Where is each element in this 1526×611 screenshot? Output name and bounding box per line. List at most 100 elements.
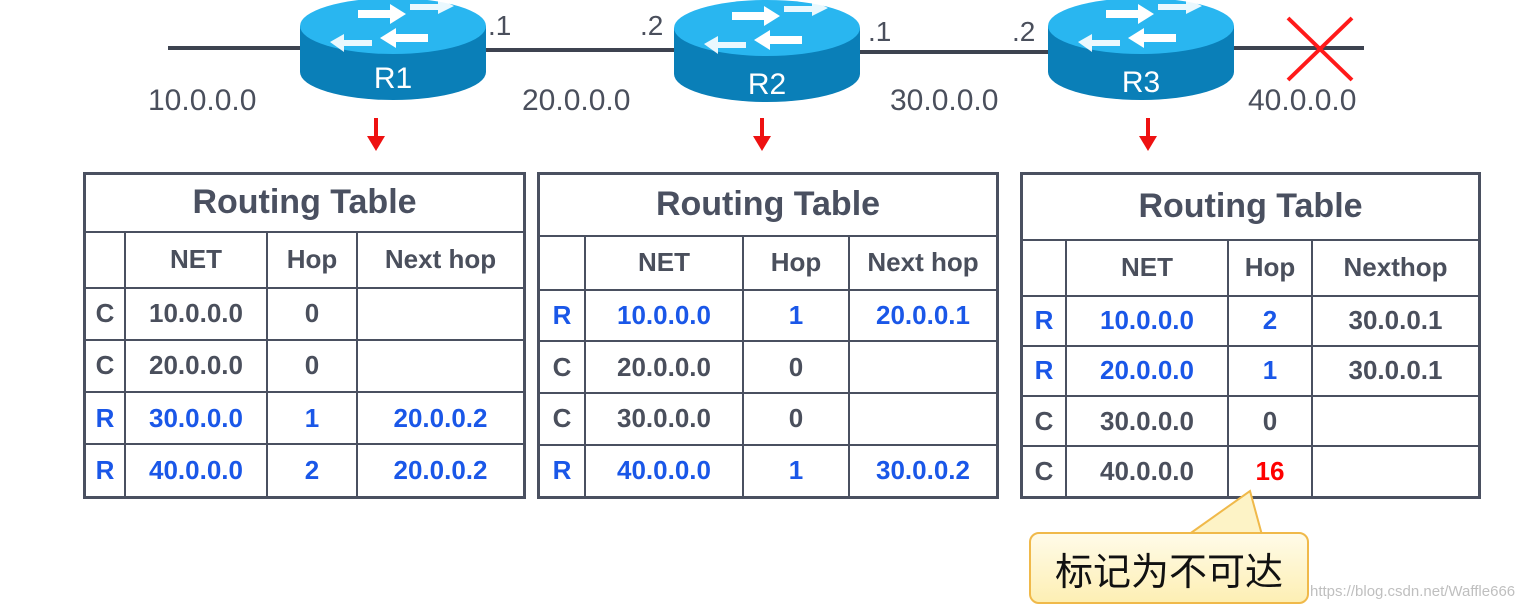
router-icon: R1 [300, 0, 486, 100]
col-header-hop: Hop [266, 230, 358, 289]
table-title: Routing Table [1020, 172, 1481, 241]
route-next-hop [356, 338, 526, 394]
table-row: C 30.0.0.0 0 [1020, 395, 1481, 448]
table-row: R 40.0.0.0 2 20.0.0.2 [83, 443, 526, 499]
route-type: C [537, 340, 586, 395]
route-next-hop [356, 286, 526, 341]
route-hop: 2 [266, 443, 358, 499]
router-name: R2 [748, 68, 786, 101]
router-name: R1 [374, 62, 412, 95]
table-row: C 30.0.0.0 0 [537, 392, 999, 446]
route-net: 20.0.0.0 [1065, 344, 1229, 398]
route-type: R [537, 443, 586, 499]
route-next-hop: 30.0.0.2 [848, 443, 999, 499]
table-title: Routing Table [537, 172, 999, 237]
col-header-net: NET [584, 234, 744, 291]
route-type: C [1020, 445, 1067, 499]
router-icon: R3 [1048, 0, 1234, 100]
col-header-type [83, 230, 126, 289]
router-icon: R2 [674, 0, 860, 102]
callout-text: 标记为不可达 [1054, 549, 1283, 594]
table-row: C 20.0.0.0 0 [83, 338, 526, 394]
route-net: 40.0.0.0 [124, 443, 268, 499]
network-link-40 [1226, 46, 1364, 50]
r2-right-interface: .1 [868, 16, 892, 47]
col-header-next-hop: Next hop [356, 230, 526, 289]
route-type: C [83, 286, 126, 341]
route-hop: 1 [742, 288, 850, 343]
network-label: 10.0.0.0 [148, 84, 257, 117]
down-arrow-icon [1139, 118, 1157, 151]
table-row: R 40.0.0.0 1 30.0.0.2 [537, 443, 999, 499]
router-name: R3 [1122, 66, 1160, 99]
route-net: 30.0.0.0 [584, 392, 744, 446]
route-hop: 0 [742, 392, 850, 446]
route-hop: 1 [1227, 344, 1313, 398]
col-header-net: NET [1065, 238, 1229, 297]
routing-table-r2: Routing Table NET Hop Next hop R 10.0.0.… [537, 172, 999, 499]
network-link-10 [168, 46, 308, 50]
route-net: 10.0.0.0 [584, 288, 744, 343]
col-header-hop: Hop [742, 234, 850, 291]
route-next-hop: 20.0.0.2 [356, 443, 526, 499]
route-type: R [1020, 294, 1067, 347]
route-type: R [83, 443, 126, 499]
route-hop: 0 [266, 338, 358, 394]
route-next-hop [848, 340, 999, 395]
route-next-hop: 20.0.0.2 [356, 391, 526, 446]
route-type: R [537, 288, 586, 343]
route-net: 20.0.0.0 [584, 340, 744, 395]
table-row: R 10.0.0.0 1 20.0.0.1 [537, 288, 999, 343]
route-next-hop [1311, 395, 1481, 448]
route-net: 40.0.0.0 [584, 443, 744, 499]
route-hop: 0 [266, 286, 358, 341]
route-next-hop [1311, 445, 1481, 499]
table-row: C 20.0.0.0 0 [537, 340, 999, 395]
col-header-net: NET [124, 230, 268, 289]
r2-left-interface: .2 [640, 10, 664, 41]
route-type: C [537, 392, 586, 446]
route-type: C [83, 338, 126, 394]
route-net: 40.0.0.0 [1065, 445, 1229, 499]
route-hop: 0 [1227, 395, 1313, 448]
route-next-hop: 20.0.0.1 [848, 288, 999, 343]
route-type: R [1020, 344, 1067, 398]
route-net: 10.0.0.0 [1065, 294, 1229, 347]
network-link-30 [852, 50, 1054, 54]
routing-table-r1: Routing Table NET Hop Next hop C 10.0.0.… [83, 172, 526, 499]
network-link-20 [480, 48, 680, 52]
route-net: 30.0.0.0 [1065, 395, 1229, 448]
r1-right-interface: .1 [488, 10, 512, 41]
table-row: R 20.0.0.0 1 30.0.0.1 [1020, 344, 1481, 398]
route-hop: 2 [1227, 294, 1313, 347]
route-net: 30.0.0.0 [124, 391, 268, 446]
down-arrow-icon [753, 118, 771, 151]
col-header-next-hop: Next hop [848, 234, 999, 291]
route-hop: 1 [266, 391, 358, 446]
table-row: R 10.0.0.0 2 30.0.0.1 [1020, 294, 1481, 347]
col-header-type [537, 234, 586, 291]
col-header-hop: Hop [1227, 238, 1313, 297]
link-failure-x-icon [1286, 16, 1354, 82]
route-next-hop [848, 392, 999, 446]
route-hop: 0 [742, 340, 850, 395]
table-row: C 40.0.0.0 16 [1020, 445, 1481, 499]
unreachable-callout: 标记为不可达 [1029, 532, 1309, 604]
table-title: Routing Table [83, 172, 526, 233]
table-row: C 10.0.0.0 0 [83, 286, 526, 341]
col-header-next-hop: Nexthop [1311, 238, 1481, 297]
network-label: 20.0.0.0 [522, 84, 631, 117]
network-label: 30.0.0.0 [890, 84, 999, 117]
route-type: C [1020, 395, 1067, 448]
route-next-hop: 30.0.0.1 [1311, 344, 1481, 398]
route-next-hop: 30.0.0.1 [1311, 294, 1481, 347]
table-row: R 30.0.0.0 1 20.0.0.2 [83, 391, 526, 446]
network-label: 40.0.0.0 [1248, 84, 1357, 117]
r3-left-interface: .2 [1012, 16, 1036, 47]
route-net: 20.0.0.0 [124, 338, 268, 394]
watermark: https://blog.csdn.net/Waffle666 [1310, 583, 1516, 600]
down-arrow-icon [367, 118, 385, 151]
route-hop-unreachable: 16 [1227, 445, 1313, 499]
col-header-type [1020, 238, 1067, 297]
route-hop: 1 [742, 443, 850, 499]
